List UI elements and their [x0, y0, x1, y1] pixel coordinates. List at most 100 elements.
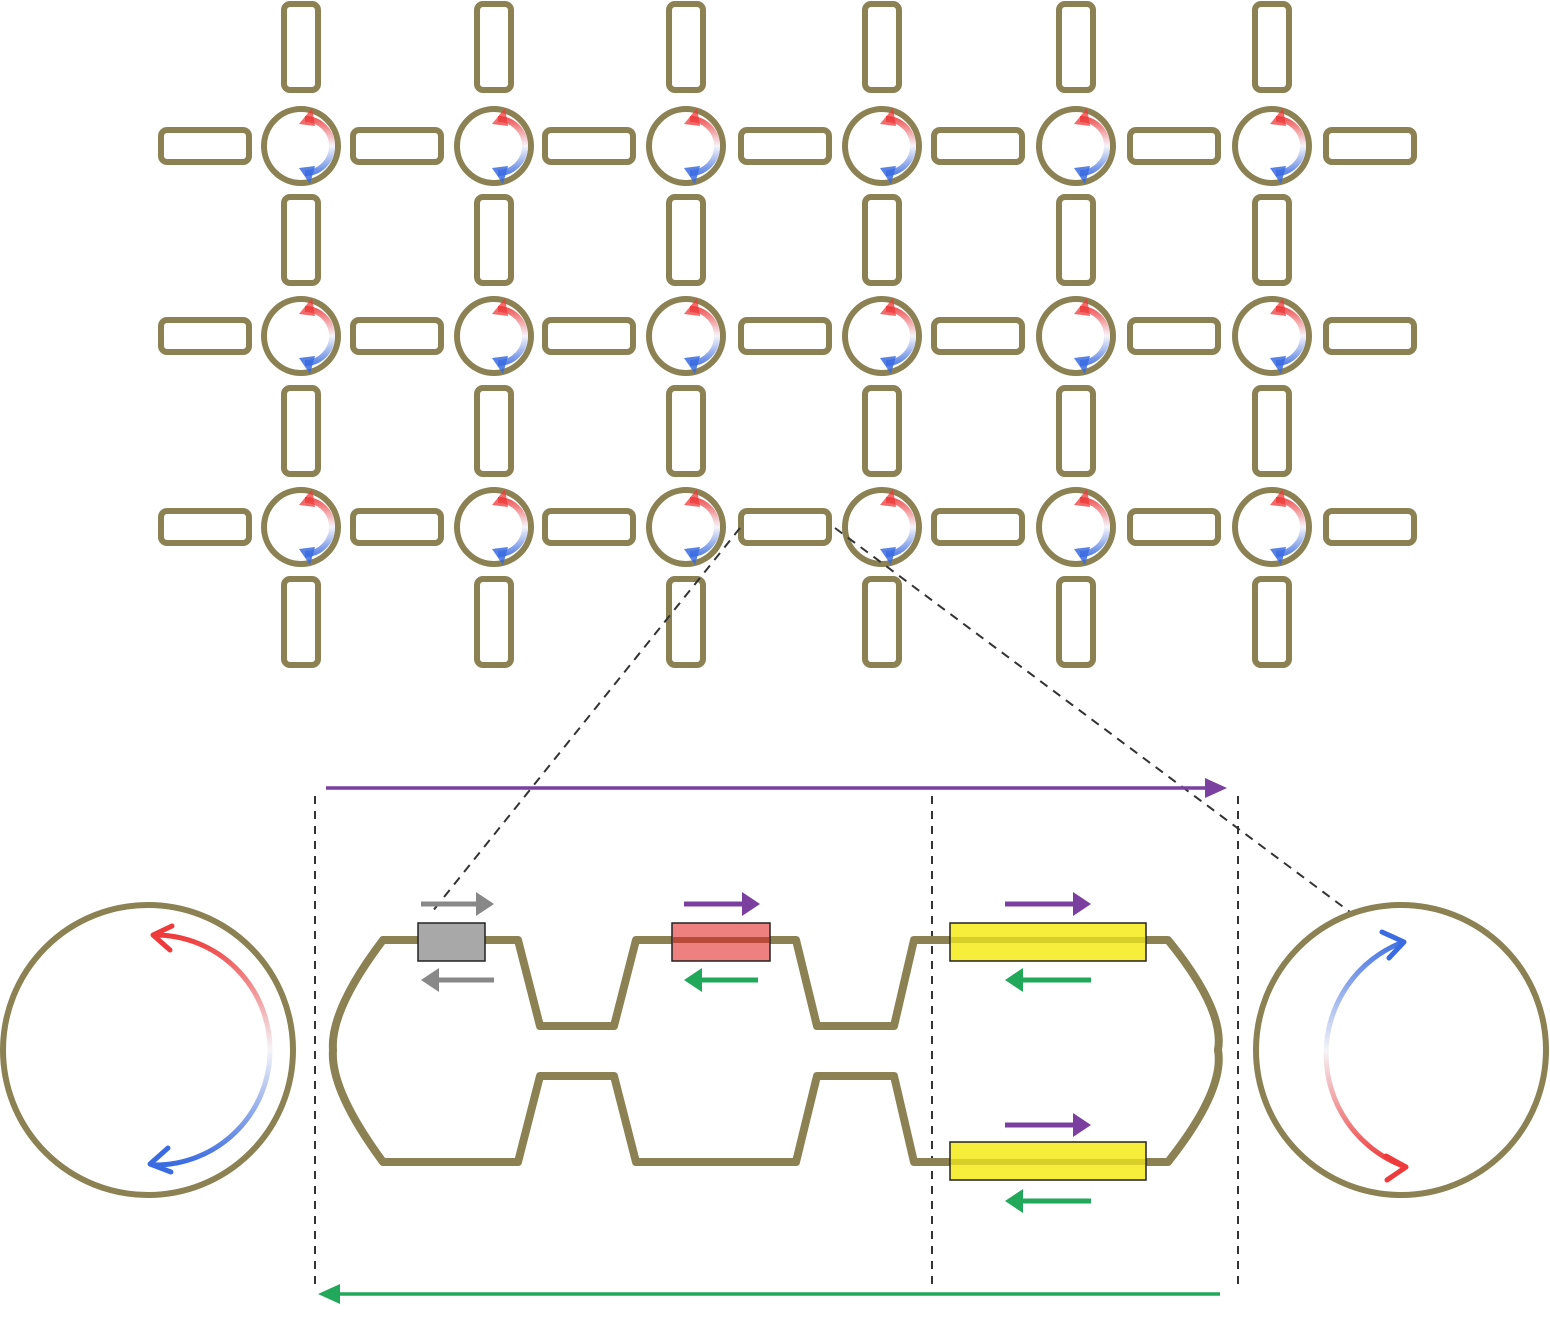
- ring-resonator: [261, 487, 341, 567]
- arrowhead-clockwise: [1074, 489, 1090, 507]
- link-waveguide-horizontal: [542, 508, 636, 546]
- link-waveguide-horizontal: [542, 317, 636, 355]
- ring-resonator: [842, 487, 922, 567]
- ring-mode-arc: [1079, 306, 1110, 366]
- arrowhead-clockwise: [684, 489, 700, 507]
- arrowhead-counter-clockwise: [1270, 547, 1286, 565]
- arrowhead-clockwise: [492, 489, 508, 507]
- arrowhead-blue-right: [1379, 929, 1407, 961]
- arrow-forward-gray: [421, 892, 494, 916]
- ring-mode-arc: [885, 306, 916, 366]
- link-waveguide-horizontal: [1323, 127, 1417, 165]
- arrowhead-clockwise: [880, 108, 896, 126]
- ring-mode-arc: [1079, 116, 1110, 176]
- ring-resonator: [646, 296, 726, 376]
- ring-resonator: [1036, 296, 1116, 376]
- arrow-forward-purple: [1005, 1113, 1091, 1137]
- link-waveguide-vertical: [474, 385, 514, 477]
- link-waveguide-vertical: [1252, 385, 1292, 477]
- link-waveguide-horizontal: [350, 508, 444, 546]
- magnified-link-waveguide: [328, 936, 1223, 1166]
- link-waveguide-horizontal: [931, 317, 1025, 355]
- link-waveguide-vertical: [1252, 1, 1292, 93]
- arrowhead-counter-clockwise: [1074, 547, 1090, 565]
- link-waveguide-vertical: [862, 576, 902, 668]
- link-waveguide-vertical: [1056, 194, 1096, 286]
- arrowhead-counter-clockwise: [492, 356, 508, 374]
- link-waveguide-vertical: [1056, 385, 1096, 477]
- arrowhead-clockwise: [1270, 108, 1286, 126]
- arrowhead-counter-clockwise: [684, 166, 700, 184]
- arrowhead-clockwise: [880, 489, 896, 507]
- magnified-ring-left: [0, 902, 296, 1198]
- ring-resonator: [261, 106, 341, 186]
- link-waveguide-vertical: [1252, 194, 1292, 286]
- arrow-backward-green: [1005, 968, 1091, 992]
- arrow-backward-green: [684, 968, 758, 992]
- ring-lattice: [158, 1, 1417, 668]
- link-waveguide-horizontal: [931, 508, 1025, 546]
- ring-mode-arc-right: [1323, 939, 1404, 1169]
- arrowhead-clockwise: [492, 108, 508, 126]
- link-waveguide-horizontal: [158, 317, 252, 355]
- ring-mode-arc: [304, 306, 335, 366]
- ring-resonator: [454, 106, 534, 186]
- link-waveguide-horizontal: [738, 317, 832, 355]
- link-waveguide-vertical: [1056, 576, 1096, 668]
- ring-mode-arc: [304, 116, 335, 176]
- ring-mode-arc-left: [154, 932, 273, 1168]
- arrowhead-clockwise: [299, 298, 315, 316]
- link-waveguide-vertical: [281, 1, 321, 93]
- link-waveguide-horizontal: [738, 508, 832, 546]
- link-waveguide-horizontal: [542, 127, 636, 165]
- link-waveguide-vertical: [666, 576, 706, 668]
- ring-mode-arc: [1079, 497, 1110, 557]
- link-waveguide-horizontal: [931, 127, 1025, 165]
- arrowhead-counter-clockwise: [492, 166, 508, 184]
- link-waveguide-horizontal: [1127, 508, 1221, 546]
- ring-resonator: [261, 296, 341, 376]
- arrowhead-clockwise: [492, 298, 508, 316]
- link-waveguide-vertical: [862, 1, 902, 93]
- ring-mode-arc: [689, 497, 720, 557]
- arrow-backward-green: [1005, 1189, 1091, 1213]
- link-waveguide-vertical: [862, 385, 902, 477]
- ring-mode-arc: [304, 497, 335, 557]
- waveguide-elements: [417, 922, 1147, 1181]
- arrow-forward-purple: [1005, 892, 1091, 916]
- ring-resonator: [842, 106, 922, 186]
- link-waveguide-vertical: [1056, 1, 1096, 93]
- zoom-guide-right: [834, 527, 1351, 913]
- zoom-guides: [431, 527, 1351, 913]
- ring-mode-arc: [497, 116, 528, 176]
- link-waveguide-horizontal: [1323, 508, 1417, 546]
- ring-mode-arc: [497, 306, 528, 366]
- arrowhead-counter-clockwise: [1270, 166, 1286, 184]
- link-waveguide-horizontal: [350, 127, 444, 165]
- ring-mode-arc: [689, 116, 720, 176]
- ring-mode-arc: [497, 497, 528, 557]
- zoom-guide-left: [431, 527, 741, 913]
- arrowhead-counter-clockwise: [880, 356, 896, 374]
- ring-resonator: [646, 106, 726, 186]
- ring-mode-arc: [689, 306, 720, 366]
- arrowhead-counter-clockwise: [1270, 356, 1286, 374]
- link-waveguide-vertical: [862, 194, 902, 286]
- arrowhead-red-right: [1383, 1153, 1409, 1183]
- arrow-forward-purple: [684, 892, 760, 916]
- link-waveguide-horizontal: [350, 317, 444, 355]
- ring-resonator: [1232, 106, 1312, 186]
- arrowhead-counter-clockwise: [299, 166, 315, 184]
- arrowhead-red-left: [150, 923, 175, 953]
- arrowhead-clockwise: [684, 298, 700, 316]
- arrowhead-clockwise: [1074, 108, 1090, 126]
- link-waveguide-horizontal: [738, 127, 832, 165]
- arrowhead-counter-clockwise: [492, 547, 508, 565]
- ring-mode-arc: [1275, 116, 1306, 176]
- link-waveguide-horizontal: [1127, 317, 1221, 355]
- ring-mode-arc: [885, 116, 916, 176]
- arrowhead-counter-clockwise: [299, 547, 315, 565]
- link-waveguide-horizontal: [158, 508, 252, 546]
- ring-resonator: [1232, 296, 1312, 376]
- link-waveguide-vertical: [474, 194, 514, 286]
